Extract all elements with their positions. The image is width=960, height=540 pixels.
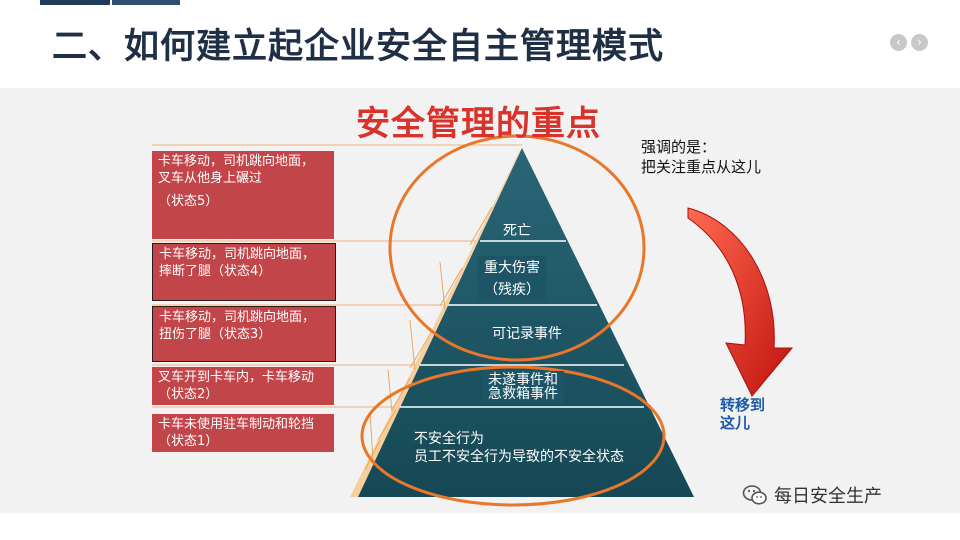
pyramid-level-unsafe-conditions: 员工不安全行为导致的不安全状态 — [414, 449, 624, 465]
state-5-line3: （状态5） — [158, 194, 219, 209]
state-box-4: 卡车移动，司机跳向地面， 摔断了腿（状态4） — [152, 243, 336, 301]
emphasis-note-line1: 强调的是： — [641, 138, 717, 156]
state-4-line1: 卡车移动，司机跳向地面， — [159, 247, 316, 262]
state-box-1: 卡车未使用驻车制动和轮挡 （状态1） — [152, 414, 334, 452]
top-tab-2 — [112, 0, 180, 5]
chevron-right-icon[interactable]: › — [911, 34, 928, 51]
bottom-strip — [0, 513, 960, 540]
state-box-2: 叉车开到卡车内，卡车移动 （状态2） — [152, 367, 334, 405]
pyramid-level-major-injury: 重大伤害 — [478, 256, 546, 278]
state-3-line1: 卡车移动，司机跳向地面， — [159, 310, 316, 325]
pyramid-level-disability: （残疾） — [478, 278, 546, 300]
slide-header: 二、如何建立起企业安全自主管理模式 ‹ › — [0, 0, 960, 88]
state-2-line2: （状态2） — [158, 387, 219, 402]
move-here-line1: 转移到 — [720, 396, 766, 414]
chevron-left-icon[interactable]: ‹ — [890, 34, 907, 51]
watermark-text: 每日安全生产 — [774, 486, 882, 507]
pyramid-level-unsafe-acts: 不安全行为 — [414, 431, 484, 447]
state-4-line2: 摔断了腿（状态4） — [159, 264, 272, 279]
focus-ellipses — [360, 134, 666, 507]
state-1-line1: 卡车未使用驻车制动和轮挡 — [158, 417, 315, 432]
state-box-5: 卡车移动，司机跳向地面， 叉车从他身上碾过 （状态5） — [152, 151, 334, 239]
emphasis-note-line2: 把关注重点从这儿 — [641, 158, 762, 176]
move-here-label: 转移到 这儿 — [720, 396, 765, 432]
wechat-icon — [742, 485, 767, 505]
state-5-line2: 叉车从他身上碾过 — [158, 171, 263, 186]
slide-nav: ‹ › — [890, 34, 928, 51]
move-here-line2: 这儿 — [720, 414, 751, 432]
pyramid-level-first-aid: 急救箱事件 — [482, 385, 564, 403]
state-3-line2: 扭伤了腿（状态3） — [159, 327, 272, 342]
state-box-3: 卡车移动，司机跳向地面， 扭伤了腿（状态3） — [152, 306, 336, 362]
curved-red-arrow — [687, 207, 794, 397]
pyramid-level-death: 死亡 — [503, 223, 531, 239]
pyramid-level-recordable: 可记录事件 — [486, 322, 568, 344]
slide-heading: 安全管理的重点 — [356, 104, 601, 144]
state-1-line2: （状态1） — [158, 434, 219, 449]
emphasis-note: 强调的是： 把关注重点从这儿 — [641, 137, 761, 177]
pyramid-level-near-miss: 未遂事件和 — [482, 371, 564, 389]
state-5-line1: 卡车移动，司机跳向地面， — [158, 154, 315, 169]
top-tab-bar — [40, 0, 180, 5]
connector-lines — [152, 144, 522, 408]
watermark: 每日安全生产 — [742, 482, 882, 508]
state-2-line1: 叉车开到卡车内，卡车移动 — [158, 370, 315, 385]
page-title: 二、如何建立起企业安全自主管理模式 — [52, 27, 665, 67]
top-tab-1 — [40, 0, 110, 5]
